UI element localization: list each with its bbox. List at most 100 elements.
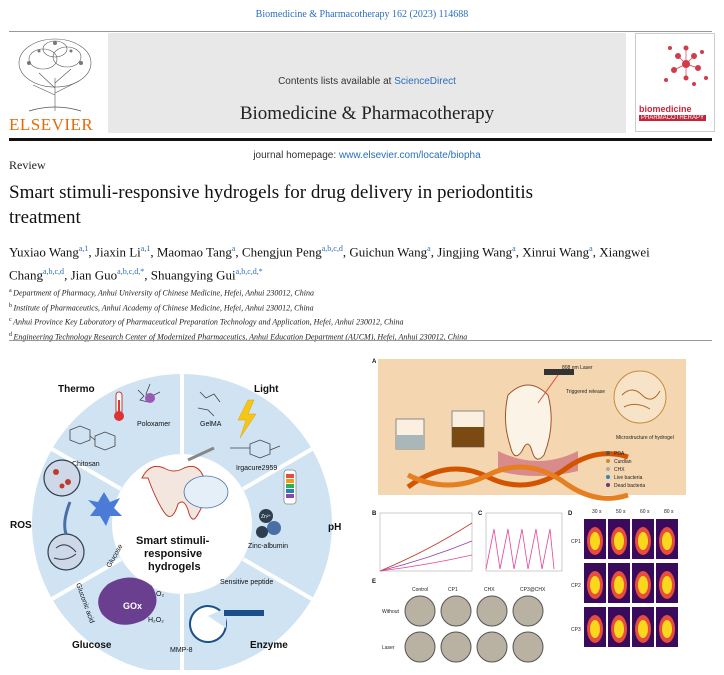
stimuli-wheel-diagram: Thermo Poloxamer Chitosan Light GelMA <box>10 374 341 674</box>
journal-citation[interactable]: Biomedicine & Pharmacotherapy 162 (2023)… <box>255 9 469 20</box>
panel-c-chart <box>485 512 563 572</box>
affiliation-rule <box>9 340 712 341</box>
graphical-abstract-right: A 808 nm Laser Triggered release Microst… <box>368 355 686 665</box>
author-affiliation-marker[interactable]: a <box>512 244 516 253</box>
panel-b-chart <box>379 512 473 572</box>
author-list: Yuxiao Wanga,1, Jiaxin Lia,1, Maomao Tan… <box>9 244 650 283</box>
thermal-core <box>638 576 648 594</box>
homepage-link[interactable]: www.elsevier.com/locate/biopha <box>338 150 481 161</box>
thermal-row-label: CP1 <box>571 539 581 545</box>
author-affiliation-marker[interactable]: a <box>589 244 593 253</box>
author-name[interactable]: Jingjing Wang <box>437 244 513 260</box>
author-name[interactable]: Yuxiao Wang <box>9 244 79 260</box>
mmp8-label: MMP-8 <box>170 647 193 654</box>
legend-label: PDA <box>614 451 625 457</box>
petri-dish <box>404 595 436 627</box>
author-name[interactable]: Jian Guo <box>70 267 118 283</box>
author-name[interactable]: Guichun Wang <box>349 244 428 260</box>
author-name[interactable]: Xinrui Wang <box>522 244 590 260</box>
panel-c-letter: C <box>478 511 483 517</box>
journal-header-box: Contents lists available at ScienceDirec… <box>108 33 626 161</box>
poloxamer-icon <box>137 383 161 403</box>
panel-d-letter: D <box>568 511 573 517</box>
thermal-core <box>614 532 624 550</box>
laser-label: 808 nm Laser <box>562 365 593 371</box>
gox-label: GOx <box>123 601 142 611</box>
triggered-release-label: Triggered release <box>566 389 605 395</box>
petri-dish <box>440 631 472 663</box>
header-top-rule <box>9 31 712 32</box>
plate-column-label: CP1 <box>448 587 458 593</box>
author-affiliation-marker[interactable]: a,1 <box>78 244 89 253</box>
zinc-albumin-label: Zinc-albumin <box>248 543 288 550</box>
legend-label: CHX <box>614 467 625 473</box>
affiliation-item: a Department of Pharmacy, Anhui Universi… <box>9 288 314 298</box>
author-affiliation-marker[interactable]: a <box>427 244 431 253</box>
microstructure-label: Microstructure of hydrogel <box>616 435 674 441</box>
author-name[interactable]: Jiaxin Li <box>94 244 141 260</box>
header-divider <box>9 138 712 141</box>
legend-swatch <box>606 467 610 471</box>
article-title: Smart stimuli-responsive hydrogels for d… <box>9 182 534 228</box>
tooth-gum-icon <box>498 384 578 476</box>
microstructure-sphere-icon <box>613 370 667 424</box>
thermal-core <box>614 620 624 638</box>
affiliation-marker: a <box>9 288 14 294</box>
journal-title[interactable]: Biomedicine & Pharmacotherapy <box>239 103 495 124</box>
panel-b-letter: B <box>372 511 377 517</box>
author-affiliation-marker[interactable]: a,b,c,d <box>42 267 65 277</box>
ph-test-tube-icon <box>283 469 297 505</box>
affiliation-list: a Department of Pharmacy, Anhui Universi… <box>9 285 709 344</box>
ros-label: ROS <box>10 520 32 531</box>
plate-row-label: Laser <box>382 645 395 651</box>
thermal-time-label: 60 s <box>640 509 650 515</box>
thermal-core <box>590 620 600 638</box>
author-name[interactable]: Shuangying Gui <box>150 267 236 283</box>
zinc-ion-icon: Zn²⁺ <box>256 509 281 538</box>
thermal-core <box>590 576 600 594</box>
sensitive-peptide-label: Sensitive peptide <box>220 579 273 586</box>
elsevier-logo[interactable] <box>9 33 101 113</box>
legend-swatch <box>606 451 610 455</box>
gelma-label: GelMA <box>200 421 222 428</box>
author-name[interactable]: Xiangwei Chang <box>9 244 650 283</box>
petri-dish <box>512 631 544 663</box>
beaker-icons <box>395 410 485 450</box>
sciencedirect-link[interactable]: ScienceDirect <box>394 76 456 87</box>
petri-dish <box>404 631 436 663</box>
legend-swatch <box>606 483 610 487</box>
author-affiliation-marker[interactable]: a,1 <box>140 244 151 253</box>
center-title-line1: Smart stimuli- <box>136 535 210 547</box>
legend-label: Live bacteria <box>614 475 643 481</box>
plate-column-label: Control <box>412 587 428 593</box>
legend-swatch <box>606 459 610 463</box>
author-name[interactable]: Maomao Tang <box>156 244 232 260</box>
thermo-label: Thermo <box>58 384 95 395</box>
author-affiliation-marker[interactable]: a,b,c,d <box>321 244 343 253</box>
chitosan-structure-icon <box>69 425 116 451</box>
panel-e-letter: E <box>372 579 376 585</box>
petri-dish <box>476 631 508 663</box>
thermal-time-label: 80 s <box>664 509 674 515</box>
journal-cover-thumbnail[interactable]: biomedicine PHARMACOTHERAPY <box>635 33 715 132</box>
author-affiliation-marker[interactable]: a <box>231 244 236 253</box>
enzyme-label: Enzyme <box>250 640 288 651</box>
author-name[interactable]: Chengjun Peng <box>241 244 322 260</box>
petri-dish <box>512 595 544 627</box>
panel-a-letter: A <box>372 359 377 365</box>
glucose-label: Glucose <box>72 640 112 651</box>
thermal-core <box>662 576 672 594</box>
o2-label: O₂ <box>156 591 164 598</box>
affiliation-item: c Anhui Province Key Laboratory of Pharm… <box>9 317 404 327</box>
thermal-core <box>638 620 648 638</box>
petri-dish <box>476 595 508 627</box>
irgacure-structure-icon <box>230 439 281 459</box>
laser-icon <box>537 369 574 404</box>
author-affiliation-marker[interactable]: a,b,c,d,* <box>235 267 263 277</box>
author-affiliation-marker[interactable]: a,b,c,d,* <box>117 267 145 277</box>
thermal-row-label: CP2 <box>571 583 581 589</box>
homepage-prefix: journal homepage: <box>253 150 339 161</box>
ros-network-icon <box>43 459 122 571</box>
